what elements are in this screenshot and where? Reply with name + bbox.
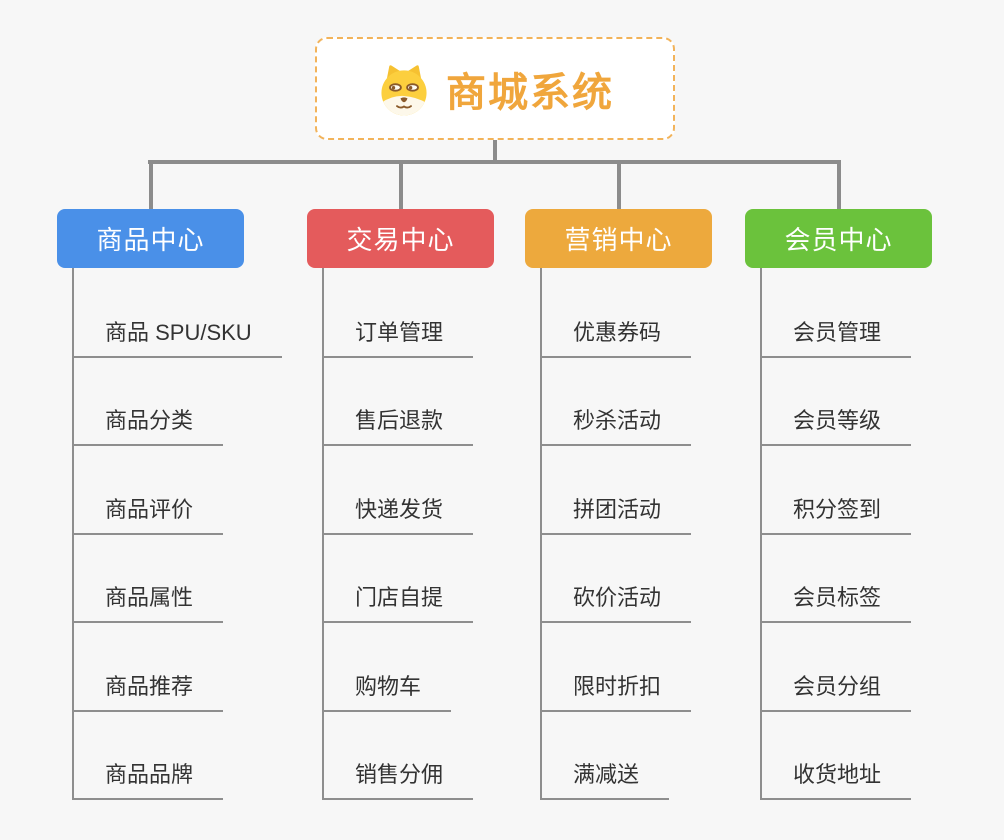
root-node[interactable]: 商城系统 (315, 37, 675, 140)
leaf-node[interactable]: 收货地址 (760, 757, 912, 800)
root-title: 商城系统 (446, 70, 614, 115)
leaf-node[interactable]: 商品属性 (72, 580, 224, 623)
branch-node[interactable]: 商品中心 (57, 209, 244, 268)
connector-branch-drop (399, 160, 403, 209)
branch-label: 营销中心 (564, 225, 673, 255)
leaf-node[interactable]: 会员分组 (760, 669, 912, 712)
leaf-node[interactable]: 砍价活动 (540, 580, 692, 623)
leaf-node[interactable]: 商品推荐 (72, 669, 224, 712)
leaf-node[interactable]: 商品分类 (72, 403, 224, 446)
leaf-node[interactable]: 秒杀活动 (540, 403, 692, 446)
branch-node[interactable]: 会员中心 (745, 209, 932, 268)
connector-branch-drop (837, 160, 841, 209)
connector-root-stub (493, 140, 497, 161)
leaf-node[interactable]: 拼团活动 (540, 492, 692, 535)
leaf-node[interactable]: 商品评价 (72, 492, 224, 535)
branch-node[interactable]: 交易中心 (307, 209, 494, 268)
connector-bus (148, 160, 840, 164)
leaf-node[interactable]: 销售分佣 (322, 757, 474, 800)
leaf-node[interactable]: 订单管理 (322, 315, 474, 358)
doge-icon (376, 61, 432, 117)
leaf-node[interactable]: 会员管理 (760, 315, 912, 358)
leaf-node[interactable]: 会员等级 (760, 403, 912, 446)
leaf-node[interactable]: 售后退款 (322, 403, 474, 446)
leaf-node[interactable]: 积分签到 (760, 492, 912, 535)
connector-branch-drop (149, 160, 153, 209)
leaf-node[interactable]: 购物车 (322, 669, 452, 712)
leaf-node[interactable]: 限时折扣 (540, 669, 692, 712)
branch-label: 交易中心 (346, 225, 455, 255)
leaf-node[interactable]: 快递发货 (322, 492, 474, 535)
leaf-node[interactable]: 商品 SPU/SKU (72, 315, 282, 358)
leaf-node[interactable]: 优惠券码 (540, 315, 692, 358)
branch-label: 会员中心 (784, 225, 893, 255)
leaf-node[interactable]: 会员标签 (760, 580, 912, 623)
connector-branch-drop (617, 160, 621, 209)
branch-node[interactable]: 营销中心 (525, 209, 712, 268)
leaf-node[interactable]: 商品品牌 (72, 757, 224, 800)
leaf-node[interactable]: 满减送 (540, 757, 670, 800)
branch-label: 商品中心 (96, 225, 205, 255)
leaf-node[interactable]: 门店自提 (322, 580, 474, 623)
